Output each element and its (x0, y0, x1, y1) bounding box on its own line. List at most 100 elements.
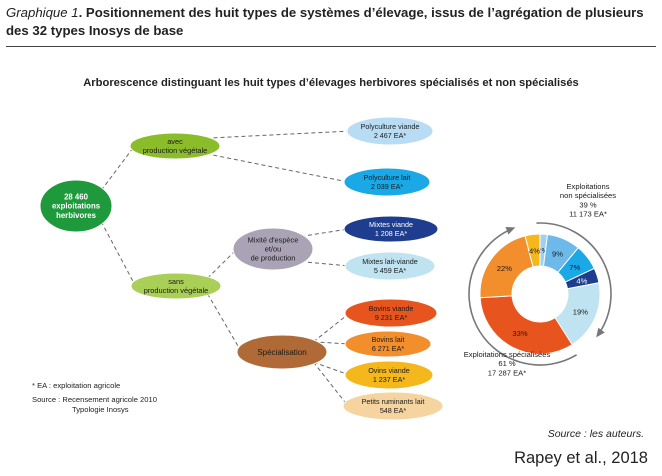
caption-rule (6, 46, 656, 47)
edge-spec-petits (313, 361, 349, 407)
edge-mixite-mixviande (300, 228, 349, 237)
node-bovviande-label: 9 231 EA* (375, 313, 408, 322)
node-noveg-label: production végétale (144, 286, 209, 295)
node-polylait-label: Polyculture lait (364, 173, 411, 182)
edge-noveg-mixite (207, 248, 238, 279)
footnote-source: Source : Recensement agricole 2010 (32, 395, 157, 404)
donut-segment-label: 22% (497, 264, 512, 273)
node-spec-shape (236, 334, 328, 370)
edge-spec-ovins (313, 361, 350, 376)
tree-edges (100, 130, 352, 407)
edge-mixite-mixlait (300, 261, 350, 267)
node-petits-label: 548 EA* (380, 406, 407, 415)
node-polyviande-shape (346, 116, 434, 146)
node-mixite-shape (232, 227, 314, 271)
node-petits-shape (342, 391, 444, 421)
donut-segment (524, 233, 541, 268)
node-polylait-label: 2 039 EA* (371, 182, 404, 191)
node-polyviande-label: Polyculture viande (361, 122, 420, 131)
node-ovins-label: Ovins viande (368, 366, 410, 375)
node-bovviande-shape (344, 298, 438, 328)
node-bovviande-label: Bovins viande (369, 304, 414, 313)
edge-spec-bovlait (313, 341, 350, 345)
node-mixite-label: Mixité d'espèce (248, 236, 299, 245)
edge-veg-polylait (206, 153, 349, 183)
non-specialised-label: non spécialisées (560, 191, 616, 200)
node-petits-label: Petits ruminants lait (362, 397, 425, 406)
node-mixlait-shape (344, 251, 436, 281)
node-veg-label: avec (167, 137, 183, 146)
donut-segment-label: 4% (529, 246, 540, 255)
node-veg-label: production végétale (143, 146, 208, 155)
node-bovlait-label: 6 271 EA* (372, 344, 405, 353)
arrow-non-specialised (536, 222, 612, 337)
figure-caption: Graphique 1. Positionnement des huit typ… (6, 4, 656, 40)
non-specialised-label: Exploitations (566, 182, 609, 191)
node-noveg-shape (130, 272, 222, 300)
node-ovins-shape (344, 360, 434, 390)
edge-root-veg (100, 145, 135, 191)
footnote-source-typology: Typologie Inosys (72, 405, 129, 414)
tree-nodes: 28 460exploitationsherbivoresavecproduct… (39, 116, 444, 421)
node-noveg-label: sans (168, 277, 184, 286)
node-bovlait-shape (344, 330, 432, 358)
node-spec: Spécialisation (236, 334, 328, 370)
node-mixlait-label: 5 459 EA* (374, 266, 407, 275)
caption-text: . Positionnement des huit types de systè… (6, 5, 644, 38)
donut-segment (479, 295, 573, 355)
donut-arrows (468, 222, 612, 366)
node-mixlait-label: Mixtes lait-viande (362, 257, 418, 266)
non-specialised-label: 39 % (579, 200, 597, 209)
donut-chart: 2% 9% 7% 4% 19% 33% 22% 4% (479, 233, 601, 355)
edge-noveg-spec (207, 293, 242, 353)
arrow-specialised-head (505, 227, 516, 235)
citation-credit: Rapey et al., 2018 (514, 449, 648, 467)
node-polyviande-label: 2 467 EA* (374, 131, 407, 140)
edge-spec-bovviande (313, 312, 350, 343)
arrow-non-specialised-head (596, 327, 605, 338)
node-mixviande-label: 1 208 EA* (375, 229, 408, 238)
arrow-specialised (468, 227, 578, 366)
caption-lead: Graphique 1 (6, 5, 79, 20)
specialised-label: 17 287 EA* (488, 368, 526, 377)
edge-veg-polyviande (206, 130, 352, 139)
node-mixviande-label: Mixtes viande (369, 220, 413, 229)
node-mixite-label: de production (251, 253, 296, 262)
node-root-label: 28 460 (64, 192, 89, 201)
diagram-subtitle: Arborescence distinguant les huit types … (83, 77, 579, 89)
node-veg-shape (129, 132, 221, 160)
donut-segment-label: 4% (576, 276, 587, 285)
donut-segment-label: 2% (537, 246, 548, 255)
node-polylait-shape (343, 167, 431, 197)
donut-segment-label: 19% (573, 307, 588, 316)
node-spec-label: Spécialisation (257, 348, 306, 357)
node-ovins-label: 1 237 EA* (373, 375, 406, 384)
edge-root-noveg (100, 221, 136, 287)
node-root-shape (39, 179, 113, 233)
node-mixite-label: et/ou (265, 245, 281, 254)
node-root-label: herbivores (56, 211, 97, 220)
node-root-label: exploitations (52, 202, 101, 211)
donut-segment-label: 7% (569, 263, 580, 272)
donut-segment-label: 9% (552, 250, 563, 259)
non-specialised-label: 11 173 EA* (569, 210, 607, 219)
donut-segment-label: 33% (512, 329, 527, 338)
footnote-ea: * EA : exploitation agricole (32, 381, 121, 390)
source-note: Source : les auteurs. (547, 428, 644, 440)
specialised-label: 61 % (498, 359, 516, 368)
specialised-label: Exploitations spécialisées (464, 350, 551, 359)
